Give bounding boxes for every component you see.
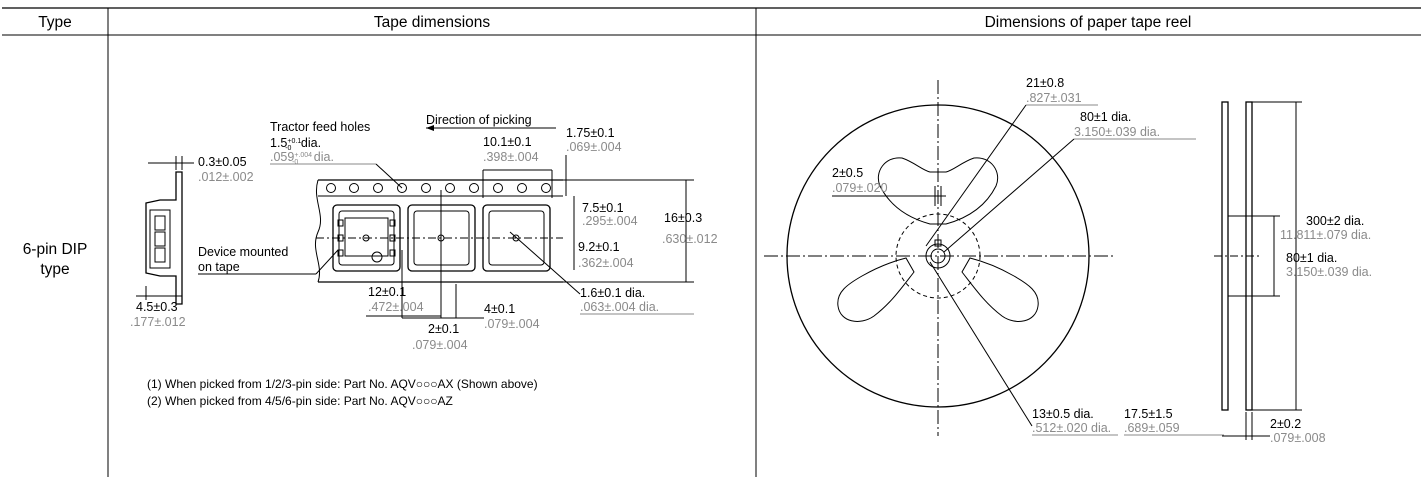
edge-mm: 1.75±0.1 <box>566 126 615 140</box>
tape-note-2: (2) When picked from 4/5/6-pin side: Par… <box>147 394 453 408</box>
feed-holes <box>326 183 551 193</box>
d175-mm: 17.5±1.5 <box>1124 407 1173 421</box>
thick-in: .012±.002 <box>198 170 254 184</box>
side-2-mm: 2±0.2 <box>1270 417 1301 431</box>
side-300-mm: 300±2 dia. <box>1306 214 1364 228</box>
width-mm: 16±0.3 <box>664 211 702 225</box>
device-body <box>344 217 389 257</box>
d175-in: .689±.059 <box>1124 421 1180 435</box>
side-300-in: 11.811±.079 dia. <box>1280 228 1371 242</box>
d80-mm: 80±1 dia. <box>1080 110 1131 124</box>
reel-window-right <box>961 257 1039 322</box>
reel-dimension-drawing: 2±0.5 .079±.020 21±0.8 .827±.031 80±1 di… <box>764 76 1372 445</box>
depth-mm: 4.5±0.3 <box>136 300 178 314</box>
d80-leader <box>943 138 1075 253</box>
reel-hub-dashed <box>895 213 981 299</box>
header-reel-dimensions: Dimensions of paper tape reel <box>985 14 1192 31</box>
side-lead-top <box>154 215 166 231</box>
hole-leader <box>509 231 581 295</box>
side-80-in: 3.150±.039 dia. <box>1286 265 1372 279</box>
d80-in: 3.150±.039 dia. <box>1074 125 1160 139</box>
d21-leader <box>925 104 1027 247</box>
side-lead-bottom <box>154 247 166 263</box>
device-pin1-mark <box>371 251 383 263</box>
p2-in: .079±.004 <box>412 338 468 352</box>
reel-arbor <box>925 243 951 269</box>
pitch12-in: .472±.004 <box>368 300 424 314</box>
tape-dimension-drawing: Tractor feed holes 1.5+0.1-0 dia. .059+.… <box>130 113 718 408</box>
p2-mm: 2±0.1 <box>428 322 459 336</box>
edge-in: .069±.004 <box>566 140 622 154</box>
p4-mm: 4±0.1 <box>484 302 515 316</box>
pitch-mm: 10.1±0.1 <box>483 135 532 149</box>
d13-mm: 13±0.5 dia. <box>1032 407 1094 421</box>
tractor-label: Tractor feed holes <box>270 120 370 134</box>
tape-side-profile <box>145 171 183 305</box>
direction-label: Direction of picking <box>426 113 532 127</box>
reel-window-top <box>878 157 998 225</box>
d21-in: .827±.031 <box>1026 91 1082 105</box>
tractor-dim-inch: .059+.004-0 dia. <box>270 150 334 166</box>
row-type-line2: type <box>40 261 69 278</box>
d2-in: .079±.020 <box>832 181 888 195</box>
p4-in: .079±.004 <box>484 317 540 331</box>
tractor-dim: 1.5+0.1-0 dia. <box>270 136 321 152</box>
tape-note-1: (1) When picked from 1/2/3-pin side: Par… <box>147 377 538 391</box>
reel-window-left <box>837 257 915 322</box>
header-type: Type <box>38 14 72 31</box>
pitch-in: .398±.004 <box>483 150 539 164</box>
thick-mm: 0.3±0.05 <box>198 155 247 169</box>
tape-break-line <box>314 179 322 283</box>
side-80-mm: 80±1 dia. <box>1286 251 1337 265</box>
pocket-mm: 7.5±0.1 <box>582 201 624 215</box>
d13-leader <box>929 261 1033 427</box>
width-in: .630±.012 <box>662 232 718 246</box>
reel-key <box>934 239 942 247</box>
depth-in: .177±.012 <box>130 315 186 329</box>
hole-in: .063±.004 dia. <box>580 300 659 314</box>
side-lead-mid <box>154 231 166 247</box>
pitch12-mm: 12±0.1 <box>368 285 406 299</box>
hole-mm: 1.6±0.1 dia. <box>580 286 645 300</box>
device-label-2: on tape <box>198 260 240 274</box>
tape-side-pocket <box>149 209 171 269</box>
cavity-mm: 9.2±0.1 <box>578 240 620 254</box>
d2-mm: 2±0.5 <box>832 166 863 180</box>
reel-arbor-inner <box>930 248 946 264</box>
device-label-1: Device mounted <box>198 245 288 259</box>
d21-mm: 21±0.8 <box>1026 76 1064 90</box>
header-tape-dimensions: Tape dimensions <box>374 14 491 31</box>
pocket-in: .295±.004 <box>582 214 638 228</box>
tractor-leader <box>375 163 403 189</box>
device-leader <box>315 249 339 275</box>
reel-outer-flange <box>786 104 1090 408</box>
d13-in: .512±.020 dia. <box>1032 421 1111 435</box>
row-type-line1: 6-pin DIP <box>23 241 88 258</box>
cavity-in: .362±.004 <box>578 256 634 270</box>
side-2-in: .079±.008 <box>1270 431 1326 445</box>
direction-arrowhead <box>426 125 434 131</box>
